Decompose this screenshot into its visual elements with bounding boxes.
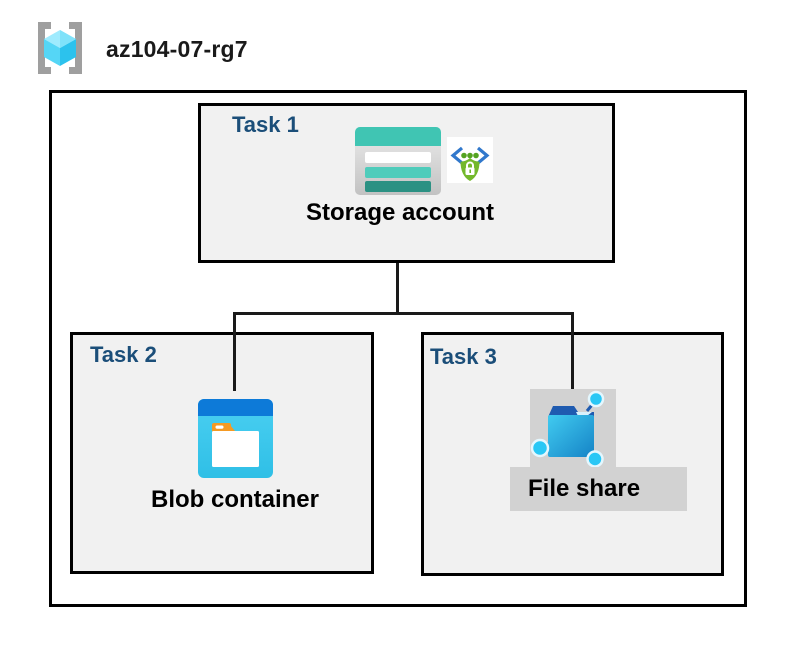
file-share-icon — [530, 389, 616, 468]
task1-label: Task 1 — [232, 112, 299, 137]
connector-to-blob — [233, 312, 236, 391]
storage-account-icon — [355, 127, 441, 195]
storage-account-label: Storage account — [305, 199, 495, 226]
task3-label: Task 3 — [430, 344, 497, 369]
connector-horizontal — [233, 312, 574, 315]
task2-label: Task 2 — [90, 342, 157, 367]
resource-group-icon — [38, 22, 82, 74]
file-share-label: File share — [528, 475, 641, 502]
connector-to-fileshare — [571, 312, 574, 391]
connector-storage-stem — [396, 263, 399, 314]
resource-group-title: az104-07-rg7 — [106, 36, 248, 62]
file-share-label-band: File share — [510, 467, 687, 511]
blob-container-label: Blob container — [150, 486, 319, 513]
blob-container-icon — [198, 399, 273, 478]
sas-security-icon — [447, 137, 493, 183]
task3-box — [421, 332, 724, 576]
